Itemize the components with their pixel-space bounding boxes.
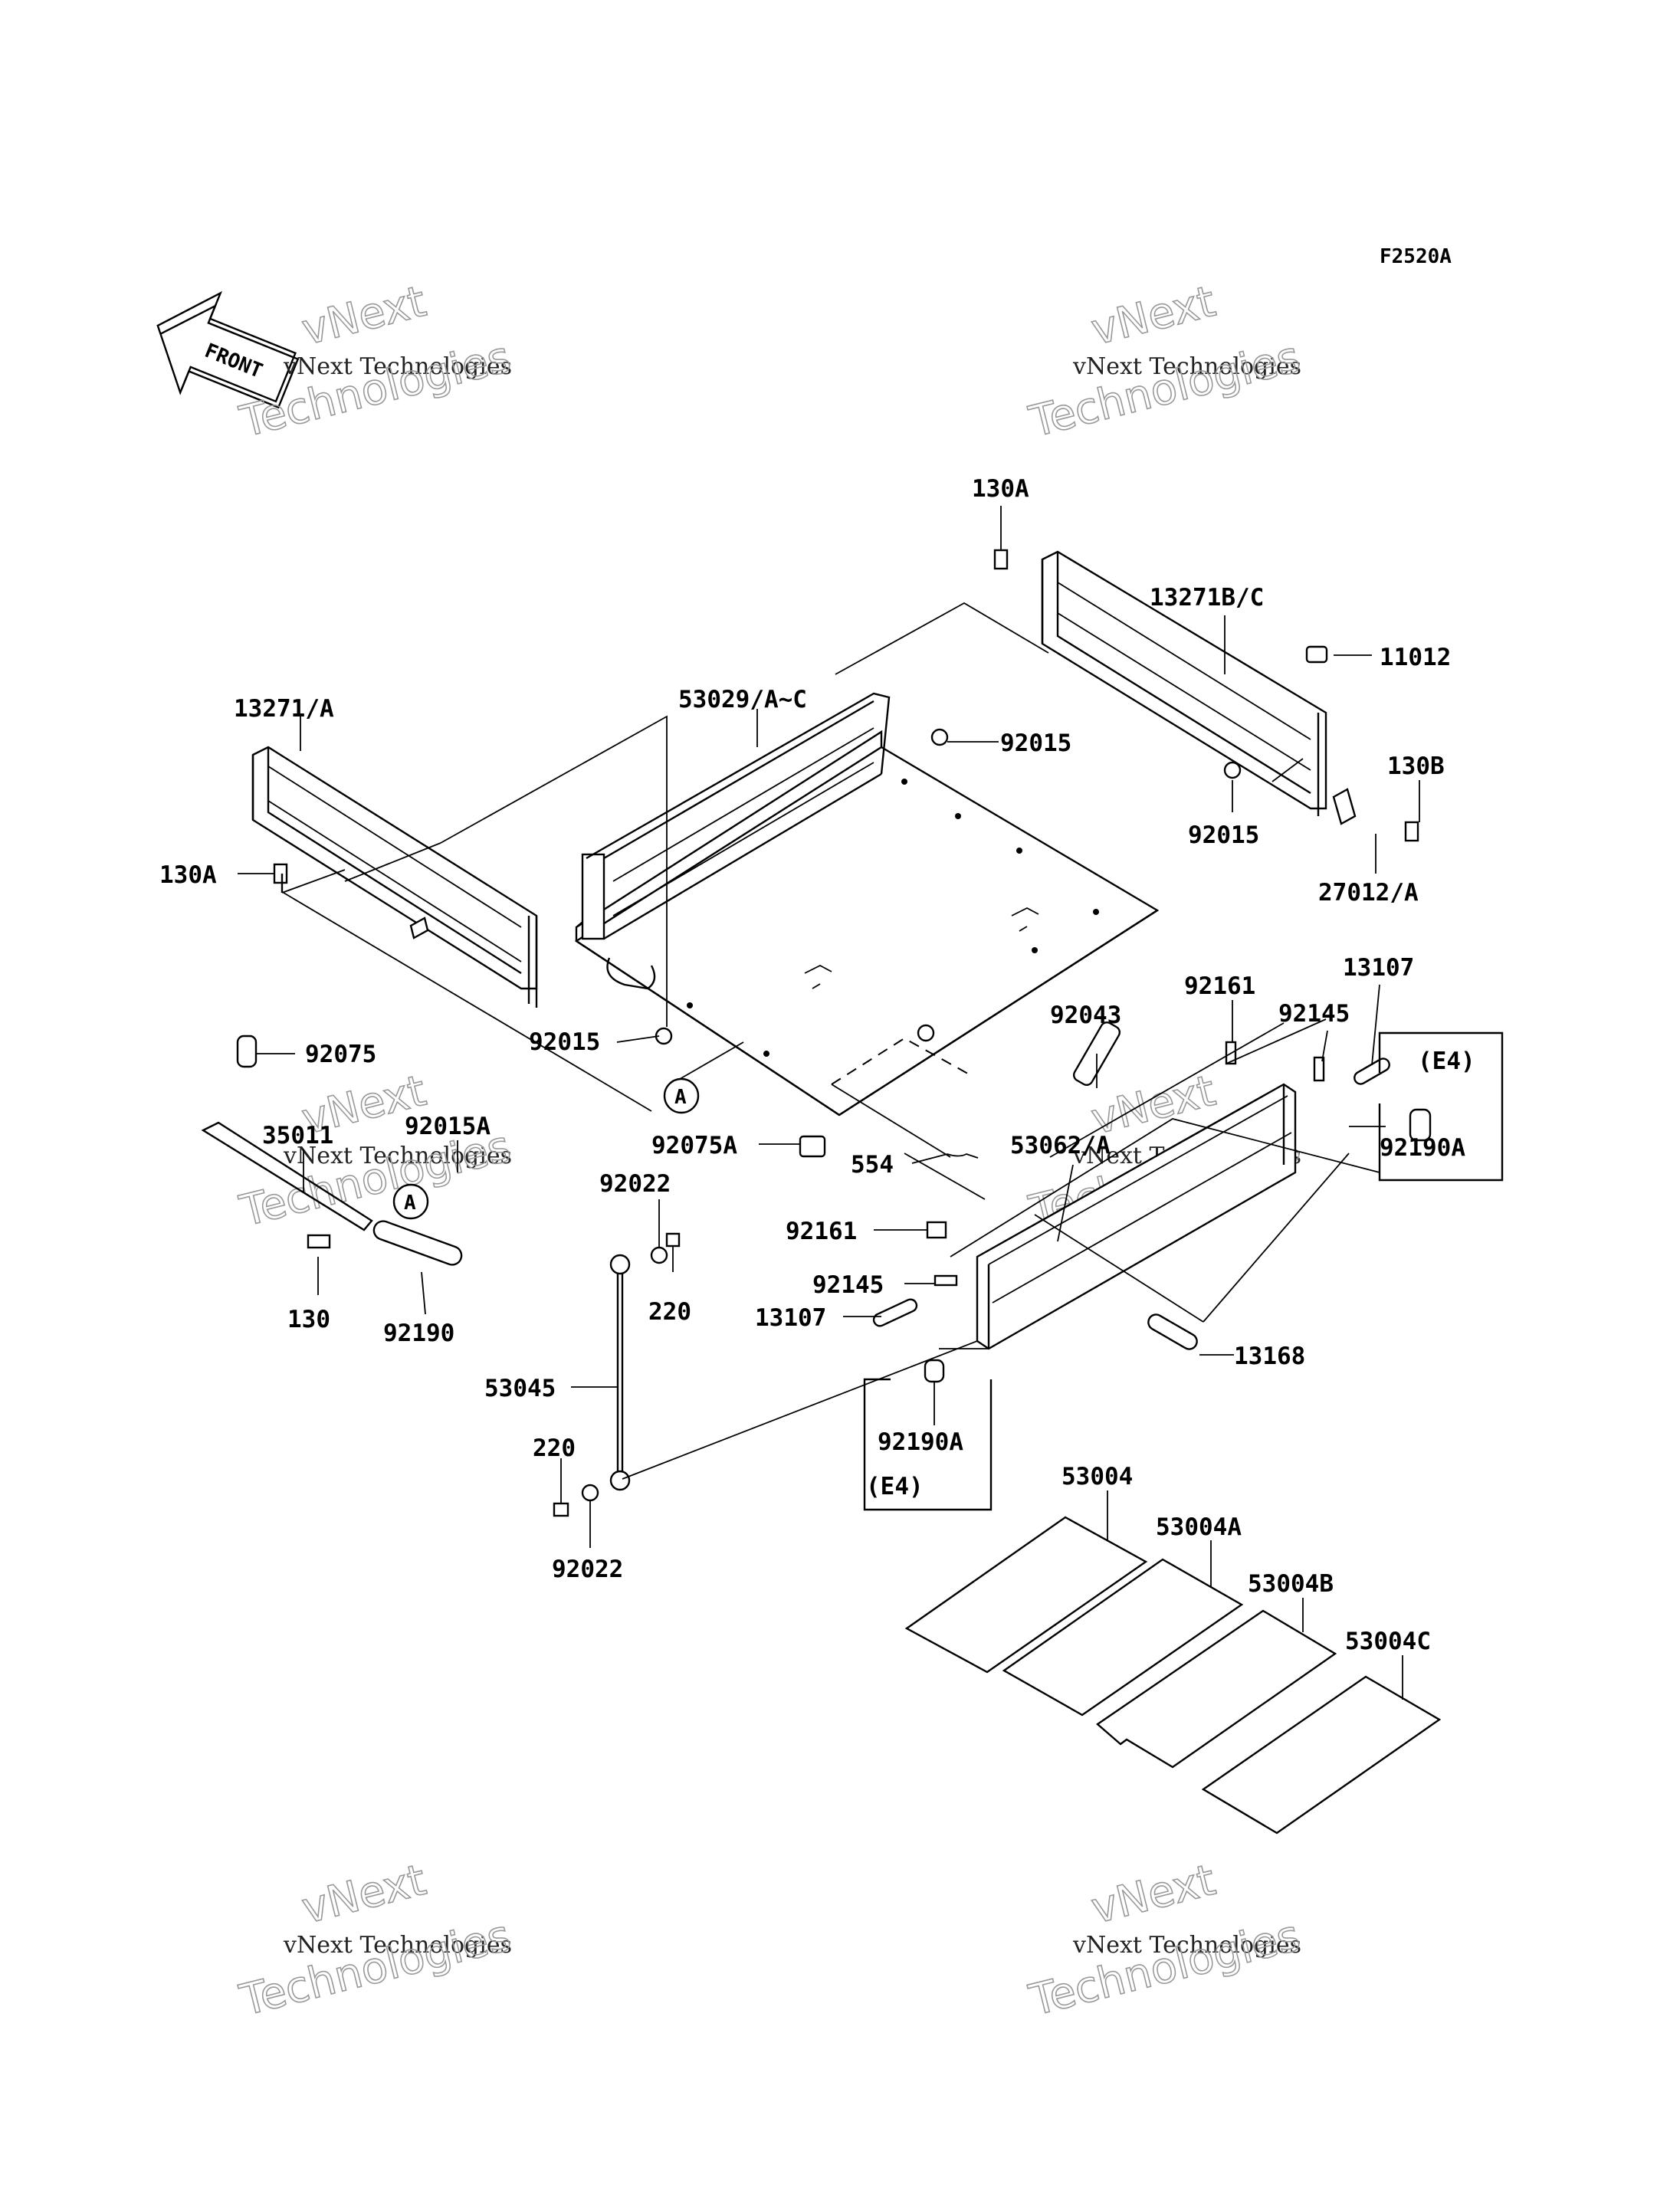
svg-text:vNext Technologies: vNext Technologies — [1072, 353, 1301, 380]
label-92075: 92075 — [305, 1041, 376, 1068]
label-92145-mid: 92145 — [812, 1271, 884, 1299]
label-92190A-right: 92190A — [1380, 1134, 1465, 1162]
label-13271BC: 13271B/C — [1150, 584, 1264, 612]
label-220-top: 220 — [648, 1298, 691, 1326]
svg-text:vNext: vNext — [1087, 277, 1220, 356]
label-53045: 53045 — [484, 1375, 556, 1402]
label-92145-top: 92145 — [1278, 1000, 1350, 1028]
label-130B: 130B — [1387, 753, 1445, 780]
label-92022-bottom: 92022 — [552, 1556, 623, 1583]
svg-text:vNext: vNext — [297, 1855, 431, 1934]
svg-text:Technologies: Technologies — [235, 1910, 516, 2025]
label-92015-mid: 92015 — [1000, 730, 1071, 757]
reference-mark-a-2: A — [392, 1183, 429, 1220]
label-92190: 92190 — [383, 1320, 454, 1347]
label-92043: 92043 — [1050, 1002, 1121, 1029]
svg-text:vNext Technologies: vNext Technologies — [283, 353, 512, 380]
svg-text:vNext: vNext — [1087, 1855, 1220, 1934]
label-E4-right: (E4) — [1418, 1048, 1475, 1075]
svg-text:vNext Technologies: vNext Technologies — [283, 1143, 512, 1169]
label-13107-mid: 13107 — [755, 1304, 826, 1332]
front-arrow-icon: FRONT — [156, 290, 300, 409]
label-53004C: 53004C — [1345, 1628, 1431, 1655]
right-side-panel — [1041, 550, 1357, 825]
label-13271A: 13271/A — [234, 695, 334, 723]
label-13168: 13168 — [1234, 1343, 1305, 1370]
part-labels: 130A 13271B/C 11012 13271/A 53029/A~C 92… — [159, 475, 1475, 1655]
svg-text:vNext Technologies: vNext Technologies — [1072, 1932, 1301, 1959]
label-130A-left: 130A — [159, 861, 217, 889]
label-53004B: 53004B — [1248, 1570, 1334, 1598]
label-E4-left: (E4) — [866, 1473, 924, 1500]
svg-text:A: A — [674, 1086, 687, 1109]
label-92075A: 92075A — [651, 1132, 737, 1159]
label-92161-mid: 92161 — [786, 1218, 857, 1245]
label-27012: 27012/A — [1318, 879, 1419, 907]
svg-text:vNext Technologies: vNext Technologies — [283, 1932, 512, 1959]
label-35011: 35011 — [262, 1122, 333, 1149]
svg-text:Technologies: Technologies — [1025, 332, 1305, 447]
label-92161-top: 92161 — [1184, 972, 1255, 1000]
hardware-parts — [201, 549, 1432, 1517]
label-53062A: 53062/A — [1010, 1132, 1111, 1159]
floor-mats — [904, 1516, 1442, 1835]
label-13107-top: 13107 — [1343, 954, 1414, 982]
watermark: vNext Technologies vNext Technologies vN… — [235, 276, 1305, 2026]
label-220-bottom: 220 — [533, 1435, 576, 1462]
left-side-panel — [251, 746, 538, 1008]
label-11012: 11012 — [1380, 644, 1451, 671]
label-92190A-left: 92190A — [878, 1428, 963, 1456]
reference-mark-a-1: A — [663, 1077, 700, 1114]
label-92015A: 92015A — [405, 1113, 491, 1140]
label-53029: 53029/A~C — [678, 686, 807, 713]
svg-text:vNext: vNext — [297, 277, 431, 356]
label-92015-right: 92015 — [1188, 821, 1259, 849]
label-92015-bottom: 92015 — [529, 1028, 600, 1056]
support-cable — [609, 1254, 631, 1491]
label-53004A: 53004A — [1156, 1513, 1242, 1541]
label-92022-top: 92022 — [599, 1170, 671, 1198]
svg-text:A: A — [404, 1192, 416, 1215]
label-53004: 53004 — [1061, 1463, 1133, 1490]
assembly-lines — [283, 602, 1380, 1480]
leader-lines — [238, 506, 1420, 1700]
cargo-bed — [574, 692, 1160, 1117]
svg-text:Technologies: Technologies — [1025, 1910, 1305, 2025]
label-130A-top: 130A — [972, 475, 1029, 503]
label-554: 554 — [851, 1151, 894, 1179]
label-130: 130 — [287, 1306, 330, 1333]
variant-boxes — [863, 1031, 1504, 1511]
diagram-code: F2520A — [1380, 245, 1452, 268]
